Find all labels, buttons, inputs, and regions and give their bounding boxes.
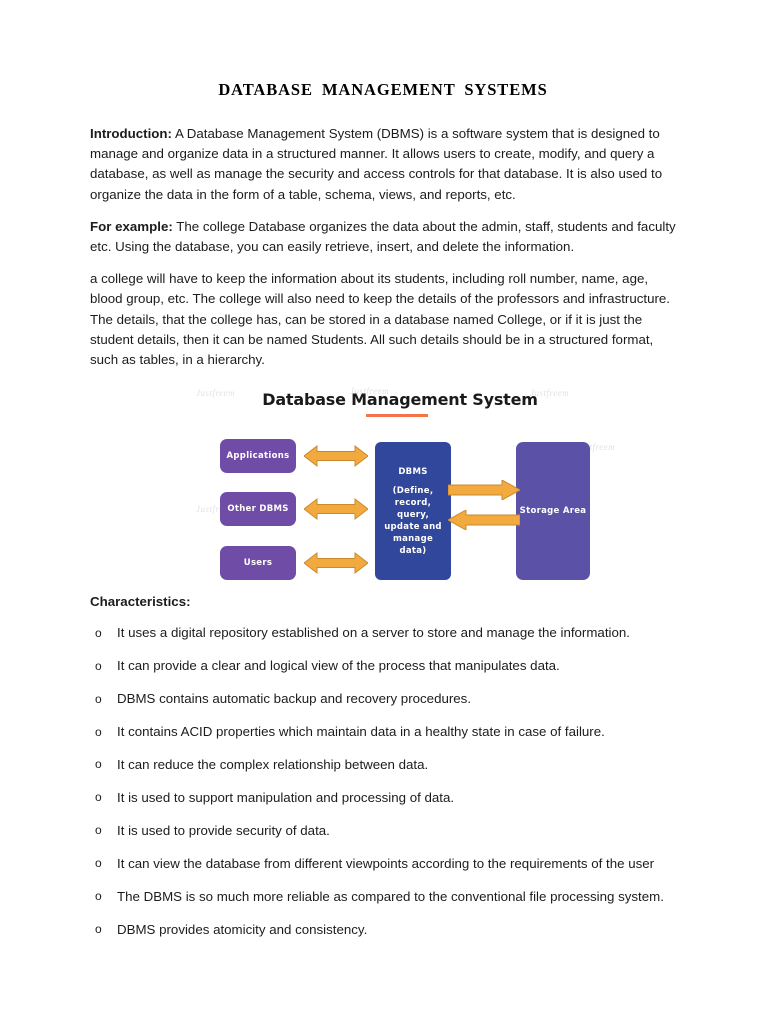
diagram-node-dbms: DBMS (Define, record, query, update and … (375, 442, 451, 581)
diagram-node-label: DBMS (398, 466, 428, 477)
bullet-marker-icon: o (95, 889, 102, 904)
list-item-text: The DBMS is so much more reliable as com… (117, 888, 664, 904)
list-item-text: It is used to support manipulation and p… (117, 789, 455, 805)
bullet-marker-icon: o (95, 823, 102, 838)
paragraph-lead-introduction: Introduction: (90, 126, 172, 141)
watermark: Justfreem (350, 386, 390, 397)
diagram-node-label: Storage Area (519, 506, 587, 517)
paragraph-body-college-details: a college will have to keep the informat… (90, 271, 670, 368)
page-title: DATABASE MANAGEMENT SYSTEMS (218, 80, 548, 99)
diagram-node-detail: (Define, record, query, update and manag… (384, 485, 442, 556)
paragraph-lead-for-example: For example: (90, 218, 173, 234)
double-arrow-applications-icon (304, 445, 368, 468)
diagram-node-users: Users (220, 546, 296, 581)
watermark: Justfreem (576, 442, 616, 453)
bullet-marker-icon: o (95, 856, 102, 871)
watermark: Justfreem (196, 388, 236, 399)
diagram-node-storage-area: Storage Area (516, 442, 590, 581)
watermark: Justfreem (196, 504, 236, 515)
bullet-marker-icon: o (95, 922, 102, 937)
list-item-text: It contains ACID properties which mainta… (117, 724, 605, 740)
list-item-text: DBMS provides atomicity and consistency. (117, 921, 368, 937)
paragraph-body-for-example: The college Database organizes the data … (90, 218, 676, 255)
watermark: Justfreem (530, 388, 570, 399)
list-item: o It is used to support manipulation and… (90, 788, 676, 808)
double-arrow-other-dbms-icon (304, 498, 368, 521)
diagram-node-label: Other DBMS (227, 504, 289, 515)
diagram-title: Database Management System (262, 390, 538, 410)
list-item-text: It uses a digital repository established… (117, 625, 630, 641)
bullet-marker-icon: o (95, 658, 102, 673)
list-item: o The DBMS is so much more reliable as c… (90, 887, 676, 907)
list-item: o DBMS provides atomicity and consistenc… (90, 920, 676, 940)
paragraph-body-introduction: A Database Management System (DBMS) is a… (90, 126, 663, 202)
list-item-text: It can reduce the complex relationship b… (117, 756, 429, 772)
diagram-node-label: Users (243, 558, 273, 569)
list-item: o It can reduce the complex relationship… (90, 755, 676, 775)
diagram-node-applications: Applications (220, 439, 296, 474)
diagram-node-other-dbms: Other DBMS (220, 492, 296, 527)
list-item-text: It is used to provide security of data. (117, 822, 330, 838)
list-item: o It is used to provide security of data… (90, 821, 676, 841)
double-arrow-users-icon (304, 552, 368, 575)
bullet-marker-icon: o (95, 790, 102, 805)
diagram-title-underline (366, 414, 428, 417)
list-item: o DBMS contains automatic backup and rec… (90, 689, 676, 709)
list-item: o It uses a digital repository establish… (90, 623, 676, 643)
section-heading-characteristics: Characteristics: (90, 594, 191, 610)
list-item-text: DBMS contains automatic backup and recov… (117, 691, 472, 707)
arrow-storage-to-dbms-icon (448, 510, 520, 531)
bullet-marker-icon: o (95, 724, 102, 739)
characteristics-list: o It uses a digital repository establish… (90, 623, 676, 939)
bullet-marker-icon: o (95, 691, 102, 706)
dbms-architecture-diagram: Justfreem Justfreem Justfreem Justfreem … (190, 384, 615, 585)
bullet-marker-icon: o (95, 757, 102, 772)
paragraph-college-details: a college will have to keep the informat… (90, 269, 676, 370)
list-item-text: It can view the database from different … (117, 855, 655, 871)
list-item: o It can provide a clear and logical vie… (90, 656, 676, 676)
document-content: DATABASE MANAGEMENT SYSTEMS Introduction… (90, 80, 676, 953)
list-item: o It can view the database from differen… (90, 854, 676, 874)
arrow-dbms-to-storage-icon (448, 480, 520, 501)
list-item-text: It can provide a clear and logical view … (117, 658, 560, 674)
paragraph-introduction: Introduction: A Database Management Syst… (90, 124, 676, 205)
list-item: o It contains ACID properties which main… (90, 722, 676, 742)
bullet-marker-icon: o (95, 625, 102, 640)
paragraph-for-example: For example: The college Database organi… (90, 217, 676, 257)
diagram-node-label: Applications (226, 451, 290, 462)
